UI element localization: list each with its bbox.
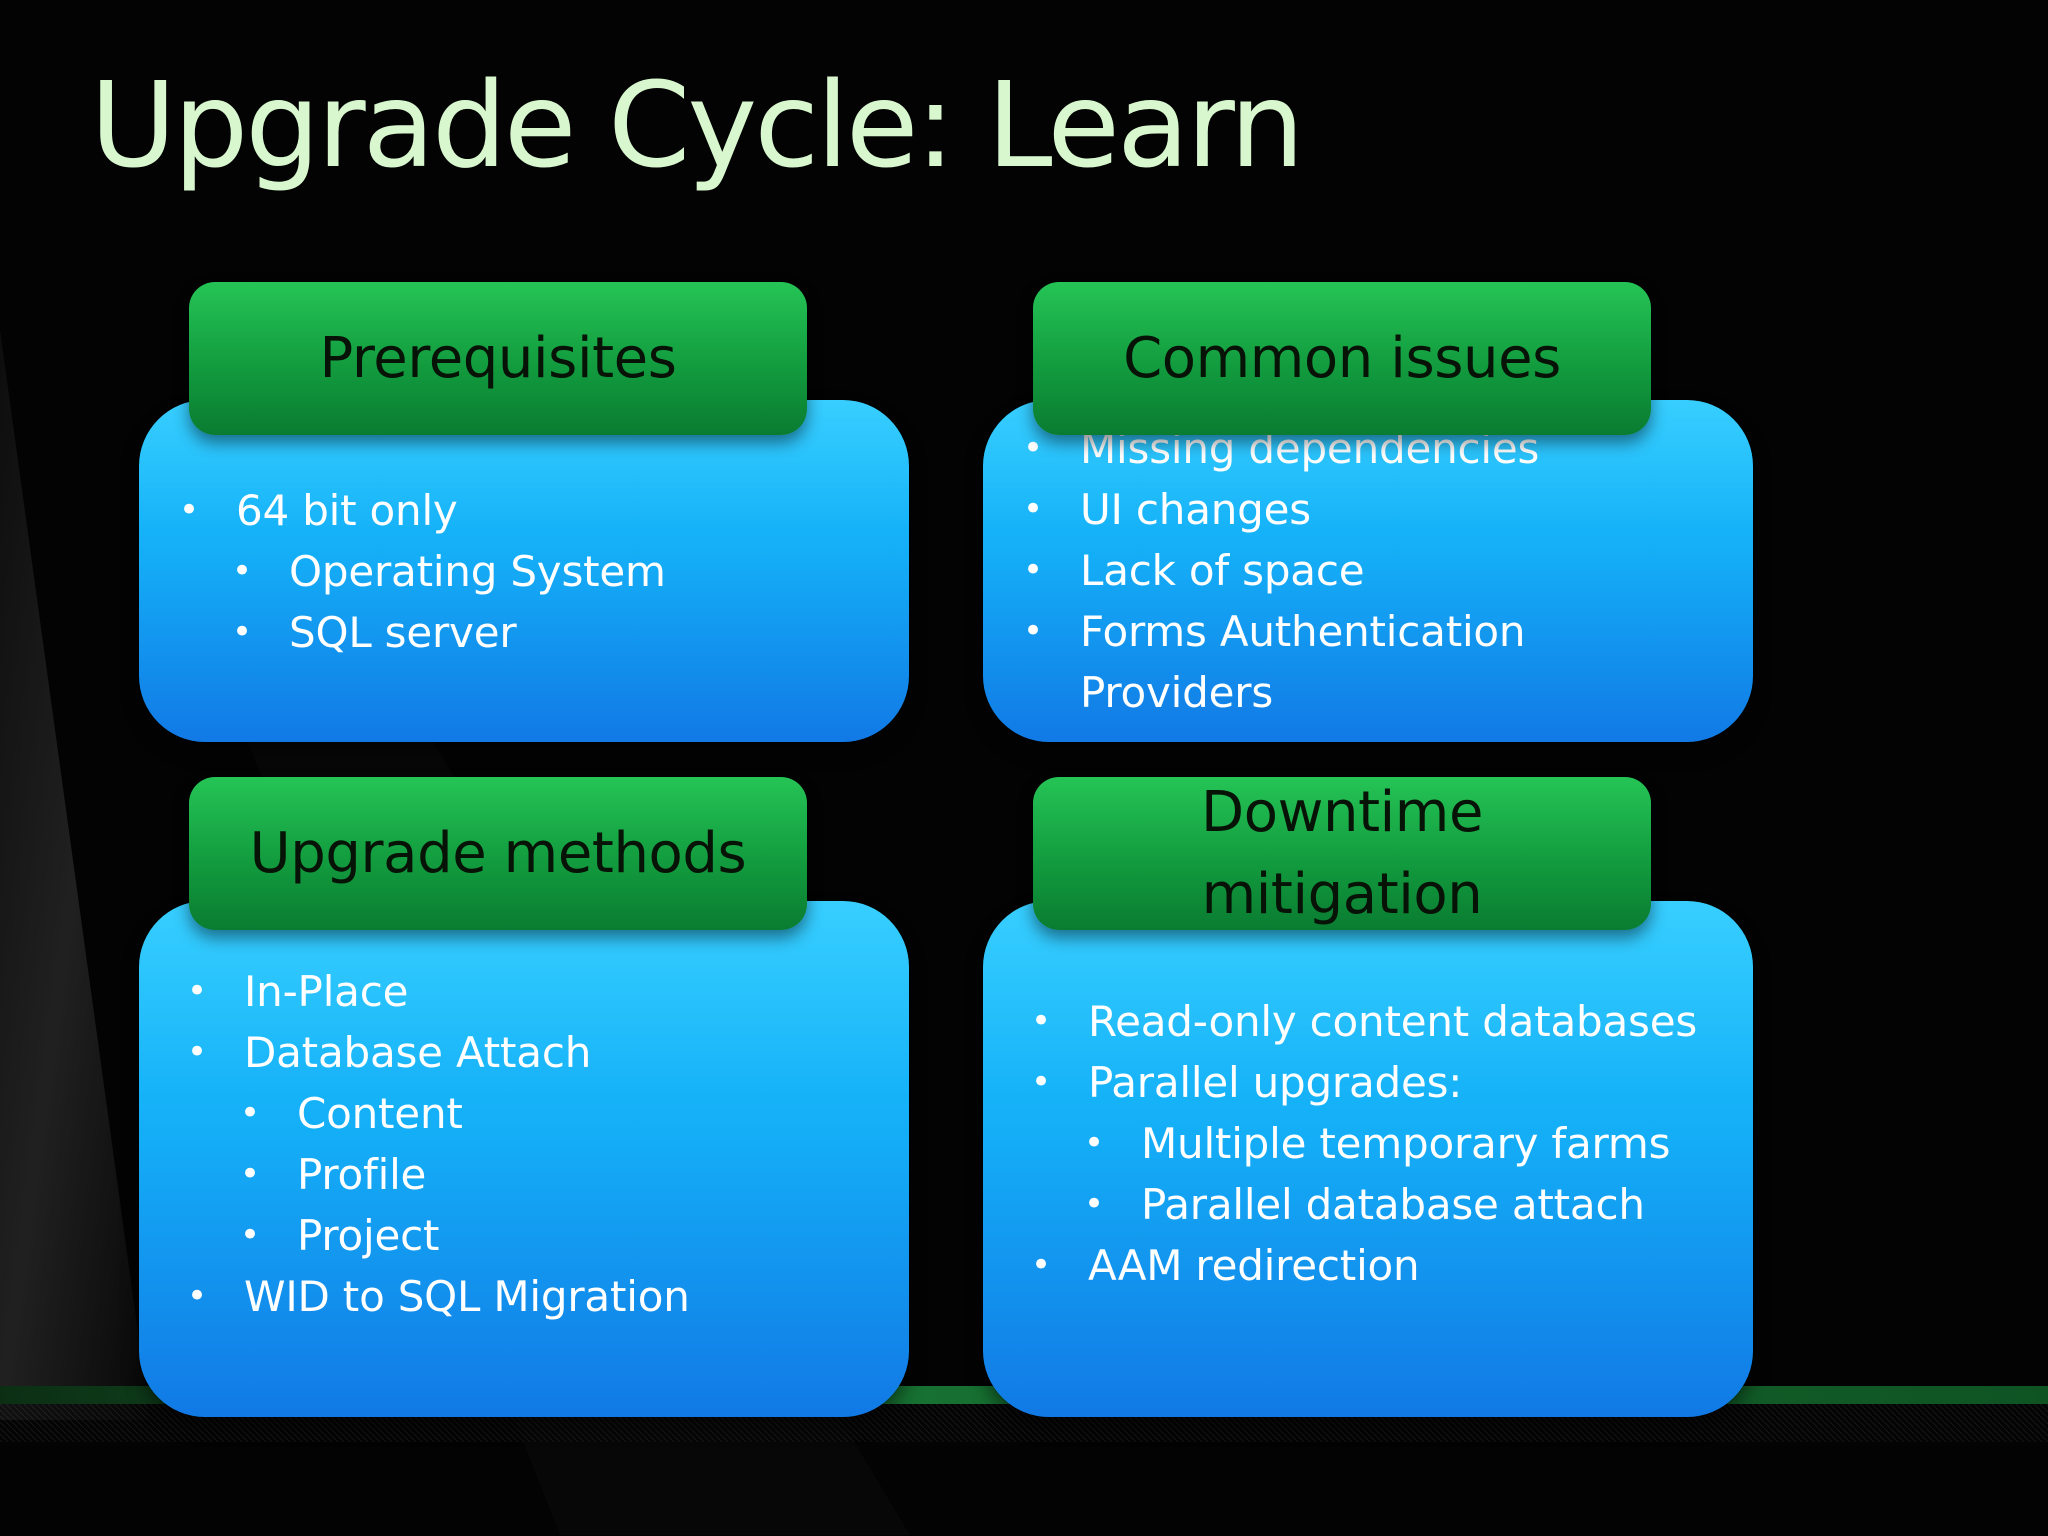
prerequisites-subitem: SQL server xyxy=(232,602,666,663)
upgrade-methods-item: In-Place xyxy=(187,961,690,1022)
upgrade-methods-subitem: Profile xyxy=(240,1144,690,1205)
downtime-mitigation-heading-box: Downtime mitigation xyxy=(1033,777,1651,930)
prerequisites-subitem: Operating System xyxy=(232,541,666,602)
upgrade-methods-subitem: Content xyxy=(240,1083,690,1144)
downtime-mitigation-item: Read-only content databases xyxy=(1031,991,1697,1052)
downtime-mitigation-item: Parallel upgrades: xyxy=(1031,1052,1697,1113)
downtime-mitigation-body-box: Read-only content databases Parallel upg… xyxy=(983,901,1753,1417)
upgrade-methods-panel: Upgrade methods In-Place Database Attach… xyxy=(139,777,909,1417)
upgrade-methods-subitem: Project xyxy=(240,1205,690,1266)
background-diagonal-shape xyxy=(0,330,150,1420)
downtime-mitigation-subitem: Multiple temporary farms xyxy=(1084,1113,1697,1174)
upgrade-methods-list: In-Place Database Attach Content Profile… xyxy=(187,961,690,1327)
upgrade-methods-heading: Upgrade methods xyxy=(249,820,747,886)
prerequisites-panel: Prerequisites 64 bit only Operating Syst… xyxy=(139,282,909,742)
common-issues-heading: Common issues xyxy=(1123,325,1561,391)
downtime-mitigation-item: AAM redirection xyxy=(1031,1235,1697,1296)
common-issues-item: Forms Authentication Providers xyxy=(1023,601,1539,723)
common-issues-heading-box: Common issues xyxy=(1033,282,1651,435)
slide-title: Upgrade Cycle: Learn xyxy=(90,56,1305,194)
downtime-mitigation-subitem: Parallel database attach xyxy=(1084,1174,1697,1235)
common-issues-panel: Common issues Missing dependencies UI ch… xyxy=(983,282,1753,742)
common-issues-body-box: Missing dependencies UI changes Lack of … xyxy=(983,400,1753,742)
prerequisites-body-box: 64 bit only Operating System SQL server xyxy=(139,400,909,742)
downtime-mitigation-heading: Downtime mitigation xyxy=(1201,779,1483,927)
prerequisites-heading: Prerequisites xyxy=(319,325,677,391)
common-issues-item: Lack of space xyxy=(1023,540,1539,601)
prerequisites-list: 64 bit only Operating System SQL server xyxy=(179,480,666,663)
common-issues-item: UI changes xyxy=(1023,479,1539,540)
prerequisites-item: 64 bit only xyxy=(179,480,666,541)
downtime-mitigation-panel: Downtime mitigation Read-only content da… xyxy=(983,777,1753,1417)
upgrade-methods-body-box: In-Place Database Attach Content Profile… xyxy=(139,901,909,1417)
prerequisites-heading-box: Prerequisites xyxy=(189,282,807,435)
upgrade-methods-heading-box: Upgrade methods xyxy=(189,777,807,930)
downtime-mitigation-list: Read-only content databases Parallel upg… xyxy=(1031,991,1697,1296)
common-issues-list: Missing dependencies UI changes Lack of … xyxy=(1023,418,1539,723)
upgrade-methods-item: WID to SQL Migration xyxy=(187,1266,690,1327)
upgrade-methods-item: Database Attach xyxy=(187,1022,690,1083)
